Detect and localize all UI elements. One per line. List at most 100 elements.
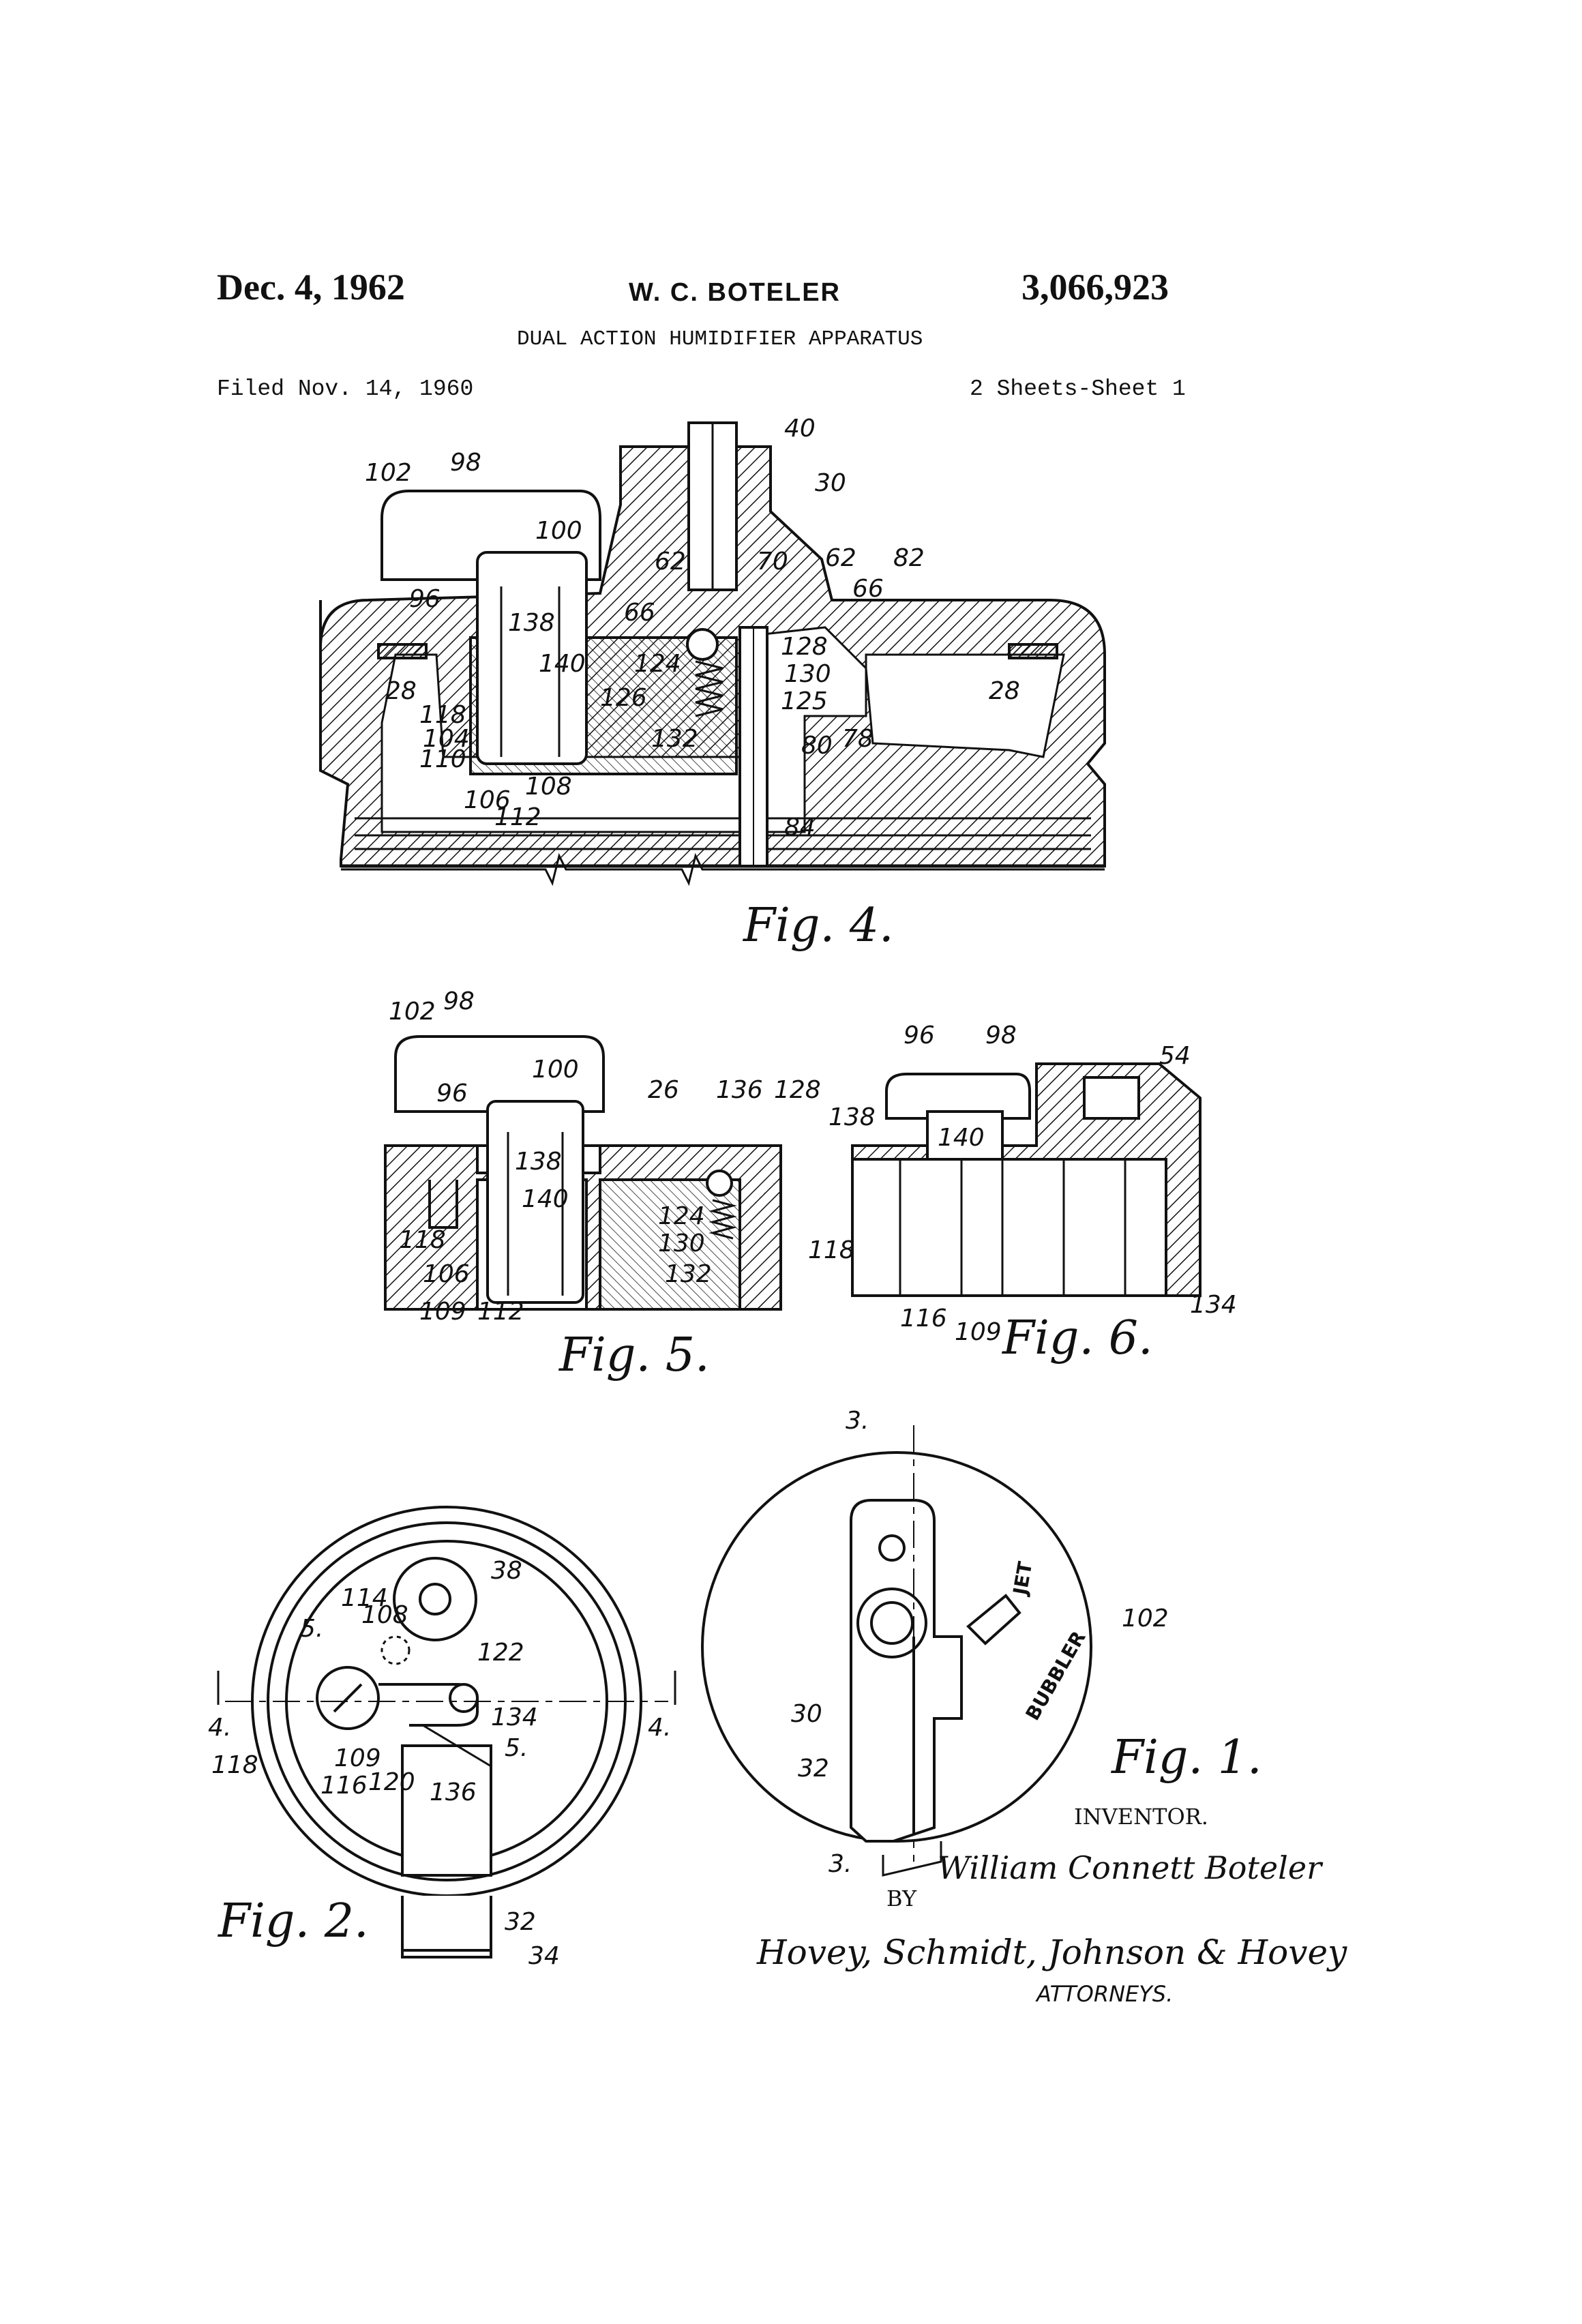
svg-text:28: 28 [989, 677, 1020, 705]
figure-1 [701, 1425, 1092, 1877]
svg-text:100: 100 [532, 1056, 579, 1084]
svg-text:136: 136 [716, 1076, 763, 1104]
svg-text:109: 109 [955, 1318, 1002, 1346]
figure-4 [319, 421, 1106, 887]
figure-6-refs: 96 98 54 138 140 118 116 109 134 [808, 1022, 1237, 1346]
svg-text:134: 134 [1190, 1291, 1237, 1319]
figure-6-label: Fig. 6. [1001, 1311, 1153, 1365]
svg-text:118: 118 [399, 1226, 446, 1254]
figure-1-label: Fig. 1. [1110, 1731, 1262, 1785]
svg-text:102: 102 [365, 459, 412, 487]
svg-text:140: 140 [938, 1124, 985, 1152]
svg-text:4.: 4. [208, 1714, 231, 1742]
attorneys-signature: Hovey, Schmidt, Johnson & Hovey [756, 1933, 1347, 1972]
svg-text:125: 125 [781, 687, 828, 715]
attorneys-label: ATTORNEYS. [1035, 1981, 1173, 2007]
svg-text:70: 70 [757, 548, 788, 576]
svg-text:3.: 3. [829, 1850, 852, 1878]
figure-4-refs: 102 98 40 30 100 62 82 70 96 66 66 62 13… [365, 415, 1020, 841]
patent-title: DUAL ACTION HUMIDIFIER APPARATUS [517, 327, 923, 351]
sheet-count: 2 Sheets-Sheet 1 [970, 376, 1186, 402]
svg-text:138: 138 [508, 609, 555, 637]
svg-text:110: 110 [419, 745, 466, 773]
svg-text:132: 132 [651, 725, 698, 753]
svg-text:66: 66 [852, 575, 884, 603]
svg-text:102: 102 [389, 998, 436, 1026]
svg-text:128: 128 [781, 633, 828, 661]
svg-text:62: 62 [825, 544, 856, 572]
svg-text:3.: 3. [846, 1407, 869, 1435]
svg-text:124: 124 [658, 1202, 705, 1230]
svg-text:26: 26 [648, 1076, 679, 1104]
figure-5 [384, 1035, 782, 1311]
svg-text:136: 136 [430, 1778, 477, 1806]
svg-text:116: 116 [320, 1772, 368, 1800]
figure-2-label: Fig. 2. [217, 1894, 369, 1948]
svg-text:40: 40 [784, 415, 816, 443]
svg-text:124: 124 [634, 650, 681, 678]
svg-text:80: 80 [801, 732, 833, 760]
svg-text:98: 98 [450, 449, 481, 477]
svg-text:32: 32 [505, 1908, 536, 1936]
svg-text:102: 102 [1122, 1605, 1169, 1633]
svg-text:130: 130 [784, 660, 831, 688]
svg-text:130: 130 [658, 1230, 705, 1257]
svg-text:138: 138 [515, 1148, 562, 1176]
svg-text:109: 109 [334, 1744, 381, 1772]
inventor-header: W. C. BOTELER [629, 278, 841, 307]
svg-text:30: 30 [791, 1700, 822, 1728]
svg-text:106: 106 [464, 786, 511, 814]
svg-text:126: 126 [600, 684, 647, 712]
svg-text:118: 118 [419, 701, 466, 729]
figure-5-label: Fig. 5. [558, 1328, 710, 1382]
filed-date: Filed Nov. 14, 1960 [217, 376, 474, 402]
svg-text:112: 112 [494, 803, 541, 831]
figure-5-refs: 102 98 100 26 136 128 96 138 140 124 130… [389, 987, 821, 1326]
figure-2 [217, 1506, 676, 1958]
svg-text:30: 30 [815, 469, 846, 497]
svg-text:98: 98 [985, 1022, 1017, 1049]
figure-6 [851, 1062, 1202, 1297]
svg-text:96: 96 [436, 1079, 468, 1107]
svg-text:140: 140 [522, 1185, 569, 1213]
figure-2-refs: 114 108 38 5. 122 4. 4. 134 118 109 5. 1… [208, 1557, 671, 1970]
by-label: BY [886, 1886, 917, 1911]
svg-text:96: 96 [409, 585, 441, 613]
svg-text:100: 100 [535, 517, 582, 545]
svg-text:98: 98 [443, 987, 475, 1015]
svg-text:128: 128 [774, 1076, 821, 1104]
svg-text:112: 112 [477, 1298, 524, 1326]
svg-text:108: 108 [525, 773, 572, 801]
svg-text:109: 109 [419, 1298, 466, 1326]
svg-text:104: 104 [423, 725, 470, 753]
figure-4-label: Fig. 4. [742, 899, 894, 953]
svg-text:62: 62 [655, 548, 686, 576]
patent-date: Dec. 4, 1962 [217, 267, 405, 308]
svg-text:34: 34 [528, 1942, 560, 1970]
inventor-label: INVENTOR. [1074, 1804, 1208, 1830]
svg-text:118: 118 [211, 1751, 258, 1779]
svg-text:134: 134 [491, 1703, 538, 1731]
svg-text:54: 54 [1159, 1042, 1191, 1070]
svg-text:78: 78 [842, 725, 874, 753]
svg-text:66: 66 [624, 599, 655, 627]
svg-text:28: 28 [385, 677, 417, 705]
patent-number: 3,066,923 [1021, 267, 1169, 308]
svg-text:120: 120 [368, 1768, 415, 1796]
svg-text:138: 138 [829, 1103, 876, 1131]
svg-text:5.: 5. [300, 1615, 323, 1643]
svg-text:4.: 4. [648, 1714, 671, 1742]
svg-text:140: 140 [539, 650, 586, 678]
svg-text:96: 96 [904, 1022, 935, 1049]
svg-text:32: 32 [798, 1755, 829, 1783]
svg-text:82: 82 [893, 544, 925, 572]
svg-text:132: 132 [665, 1260, 712, 1288]
svg-text:116: 116 [900, 1305, 947, 1332]
figure-1-refs: 3. 102 30 32 3. [791, 1407, 1169, 1878]
svg-text:106: 106 [423, 1260, 470, 1288]
svg-text:84: 84 [784, 814, 816, 841]
svg-text:108: 108 [361, 1601, 408, 1629]
svg-text:122: 122 [477, 1639, 524, 1667]
svg-text:114: 114 [341, 1584, 388, 1612]
